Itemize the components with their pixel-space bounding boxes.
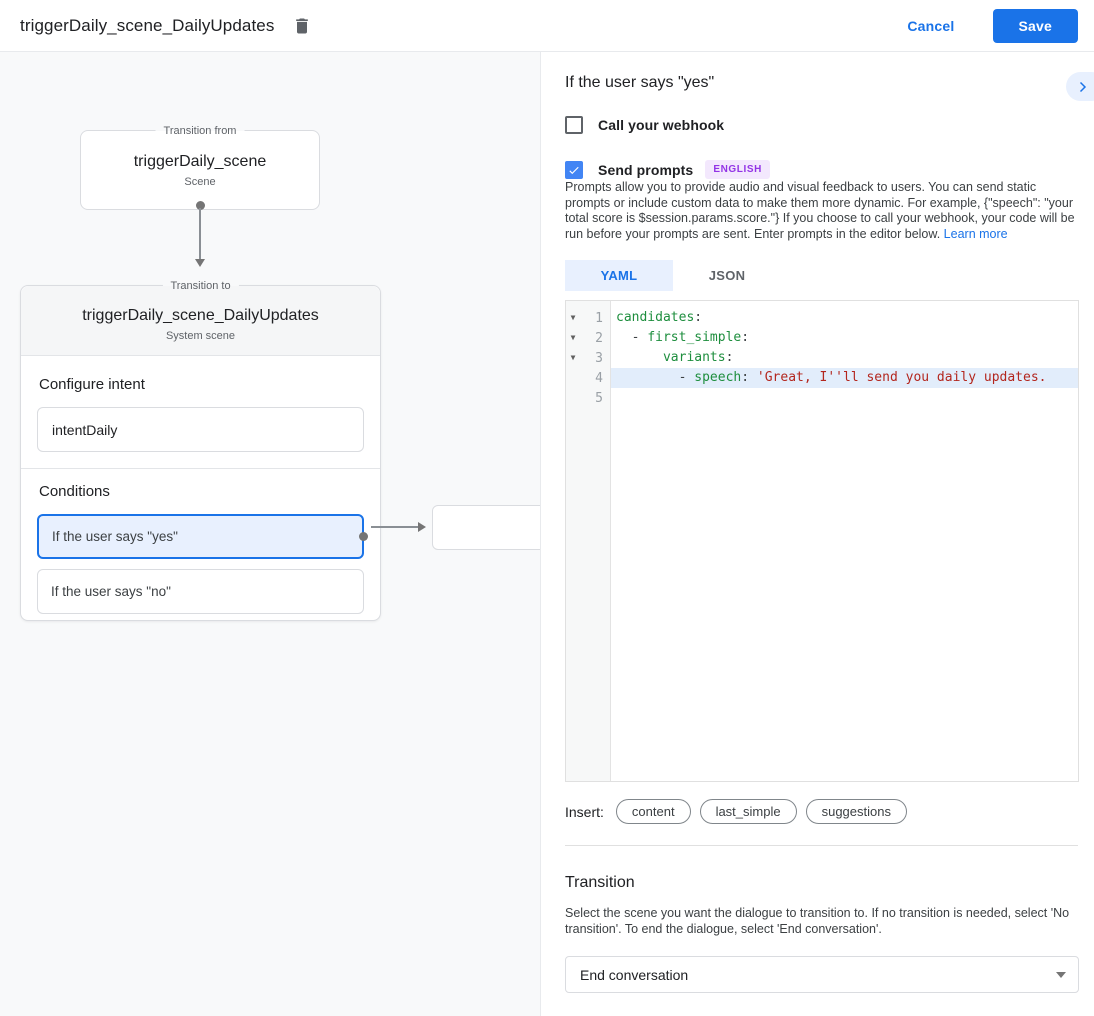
page-title: triggerDaily_scene_DailyUpdates <box>20 15 275 35</box>
line-number: 1 <box>595 310 603 326</box>
to-scene-header: triggerDaily_scene_DailyUpdates System s… <box>21 286 380 356</box>
tab-yaml[interactable]: YAML <box>565 260 673 291</box>
connector-dot <box>196 201 205 210</box>
cancel-button[interactable]: Cancel <box>891 10 970 42</box>
delete-scene-button[interactable] <box>292 16 312 36</box>
app-header: triggerDaily_scene_DailyUpdates Cancel S… <box>0 0 1094 52</box>
chevron-right-icon <box>1073 78 1091 96</box>
learn-more-link[interactable]: Learn more <box>943 226 1008 241</box>
conditions-label: Conditions <box>39 483 110 500</box>
send-prompts-label: Send prompts <box>598 161 694 178</box>
insert-chip-suggestions[interactable]: suggestions <box>805 799 907 824</box>
line-number: 3 <box>595 350 603 366</box>
condition-row[interactable]: If the user says "yes" <box>37 514 368 559</box>
panel-title: If the user says "yes" <box>565 74 715 91</box>
tab-json[interactable]: JSON <box>708 268 746 283</box>
save-button[interactable]: Save <box>992 8 1078 43</box>
line-number: 5 <box>595 390 603 406</box>
transition-from-node[interactable]: Transition from triggerDaily_scene Scene <box>80 123 320 210</box>
editor-format-tabs: YAML JSON <box>565 260 1078 291</box>
panel-divider <box>565 845 1078 846</box>
language-badge: ENGLISH <box>705 160 770 179</box>
collapse-panel-button[interactable] <box>1066 72 1094 101</box>
prompts-description-text: Prompts allow you to provide audio and v… <box>565 180 1075 241</box>
gutter-row: ▼2 <box>566 328 610 348</box>
webhook-checkbox[interactable] <box>565 116 583 134</box>
insert-chips: content last_simple suggestions <box>615 799 916 824</box>
arrow-down-icon <box>195 259 205 267</box>
insert-chip-content[interactable]: content <box>615 799 691 824</box>
condition-detail-panel: If the user says "yes" Call your webhook… <box>541 52 1094 1016</box>
transition-section: Transition Select the scene you want the… <box>541 846 1094 993</box>
transition-description: Select the scene you want the dialogue t… <box>565 906 1070 936</box>
gutter-row: 4 <box>566 368 610 388</box>
configure-intent-label: Configure intent <box>39 376 145 393</box>
transition-to-legend: Transition to <box>162 278 239 294</box>
to-scene-title: triggerDaily_scene_DailyUpdates <box>82 307 319 324</box>
gutter-row: ▼3 <box>566 348 610 368</box>
trash-icon <box>292 16 312 36</box>
code-line <box>611 388 1078 408</box>
connector-line <box>199 208 201 260</box>
editor-code-area: candidates: - first_simple: variants: - … <box>611 301 1078 781</box>
send-prompts-checkbox[interactable] <box>565 160 583 179</box>
send-prompts-checkbox-row[interactable]: Send prompts ENGLISH <box>565 160 1078 179</box>
gutter-row: 5 <box>566 388 610 408</box>
line-number: 4 <box>595 370 603 386</box>
insert-chip-last_simple[interactable]: last_simple <box>699 799 797 824</box>
gutter-row: ▼1 <box>566 308 610 328</box>
intent-input[interactable]: intentDaily <box>37 407 364 452</box>
fold-arrow-icon[interactable]: ▼ <box>570 333 576 342</box>
from-scene-subtitle: Scene <box>184 175 216 188</box>
fold-arrow-icon[interactable]: ▼ <box>570 313 576 322</box>
line-number: 2 <box>595 330 603 346</box>
code-line: - first_simple: <box>616 330 750 345</box>
insert-label: Insert: <box>565 803 604 820</box>
insert-row: Insert: content last_simple suggestions <box>565 799 1078 824</box>
condition-connector-line <box>371 526 419 528</box>
conditions-list: If the user says "yes" If the user says "… <box>37 514 368 614</box>
condition-label: If the user says "yes" <box>52 529 178 544</box>
call-webhook-checkbox-row[interactable]: Call your webhook <box>565 116 1078 134</box>
condition-target-node[interactable] <box>432 505 540 550</box>
from-scene-title: triggerDaily_scene <box>133 152 267 170</box>
card-divider <box>21 468 380 469</box>
dropdown-caret-icon <box>1056 971 1066 978</box>
condition-label: If the user says "no" <box>51 584 171 599</box>
connector-dot <box>359 532 368 541</box>
transition-title: Transition <box>565 874 635 891</box>
scene-diagram-canvas: Transition from triggerDaily_scene Scene… <box>0 52 541 1016</box>
transition-select-value: End conversation <box>580 966 689 983</box>
prompts-description: Prompts allow you to provide audio and v… <box>565 180 1081 242</box>
code-line: variants: <box>662 350 734 365</box>
transition-from-legend: Transition from <box>155 123 245 139</box>
condition-row[interactable]: If the user says "no" <box>37 569 364 614</box>
fold-arrow-icon[interactable]: ▼ <box>570 353 576 362</box>
transition-to-card: Transition to triggerDaily_scene_DailyUp… <box>20 278 381 621</box>
to-scene-subtitle: System scene <box>165 330 236 342</box>
webhook-label: Call your webhook <box>598 117 725 133</box>
arrow-right-icon <box>418 522 426 532</box>
code-line: - speech: 'Great, I''ll send you daily u… <box>611 368 1078 388</box>
code-line: candidates: <box>616 310 703 325</box>
transition-select[interactable]: End conversation <box>565 956 1079 993</box>
